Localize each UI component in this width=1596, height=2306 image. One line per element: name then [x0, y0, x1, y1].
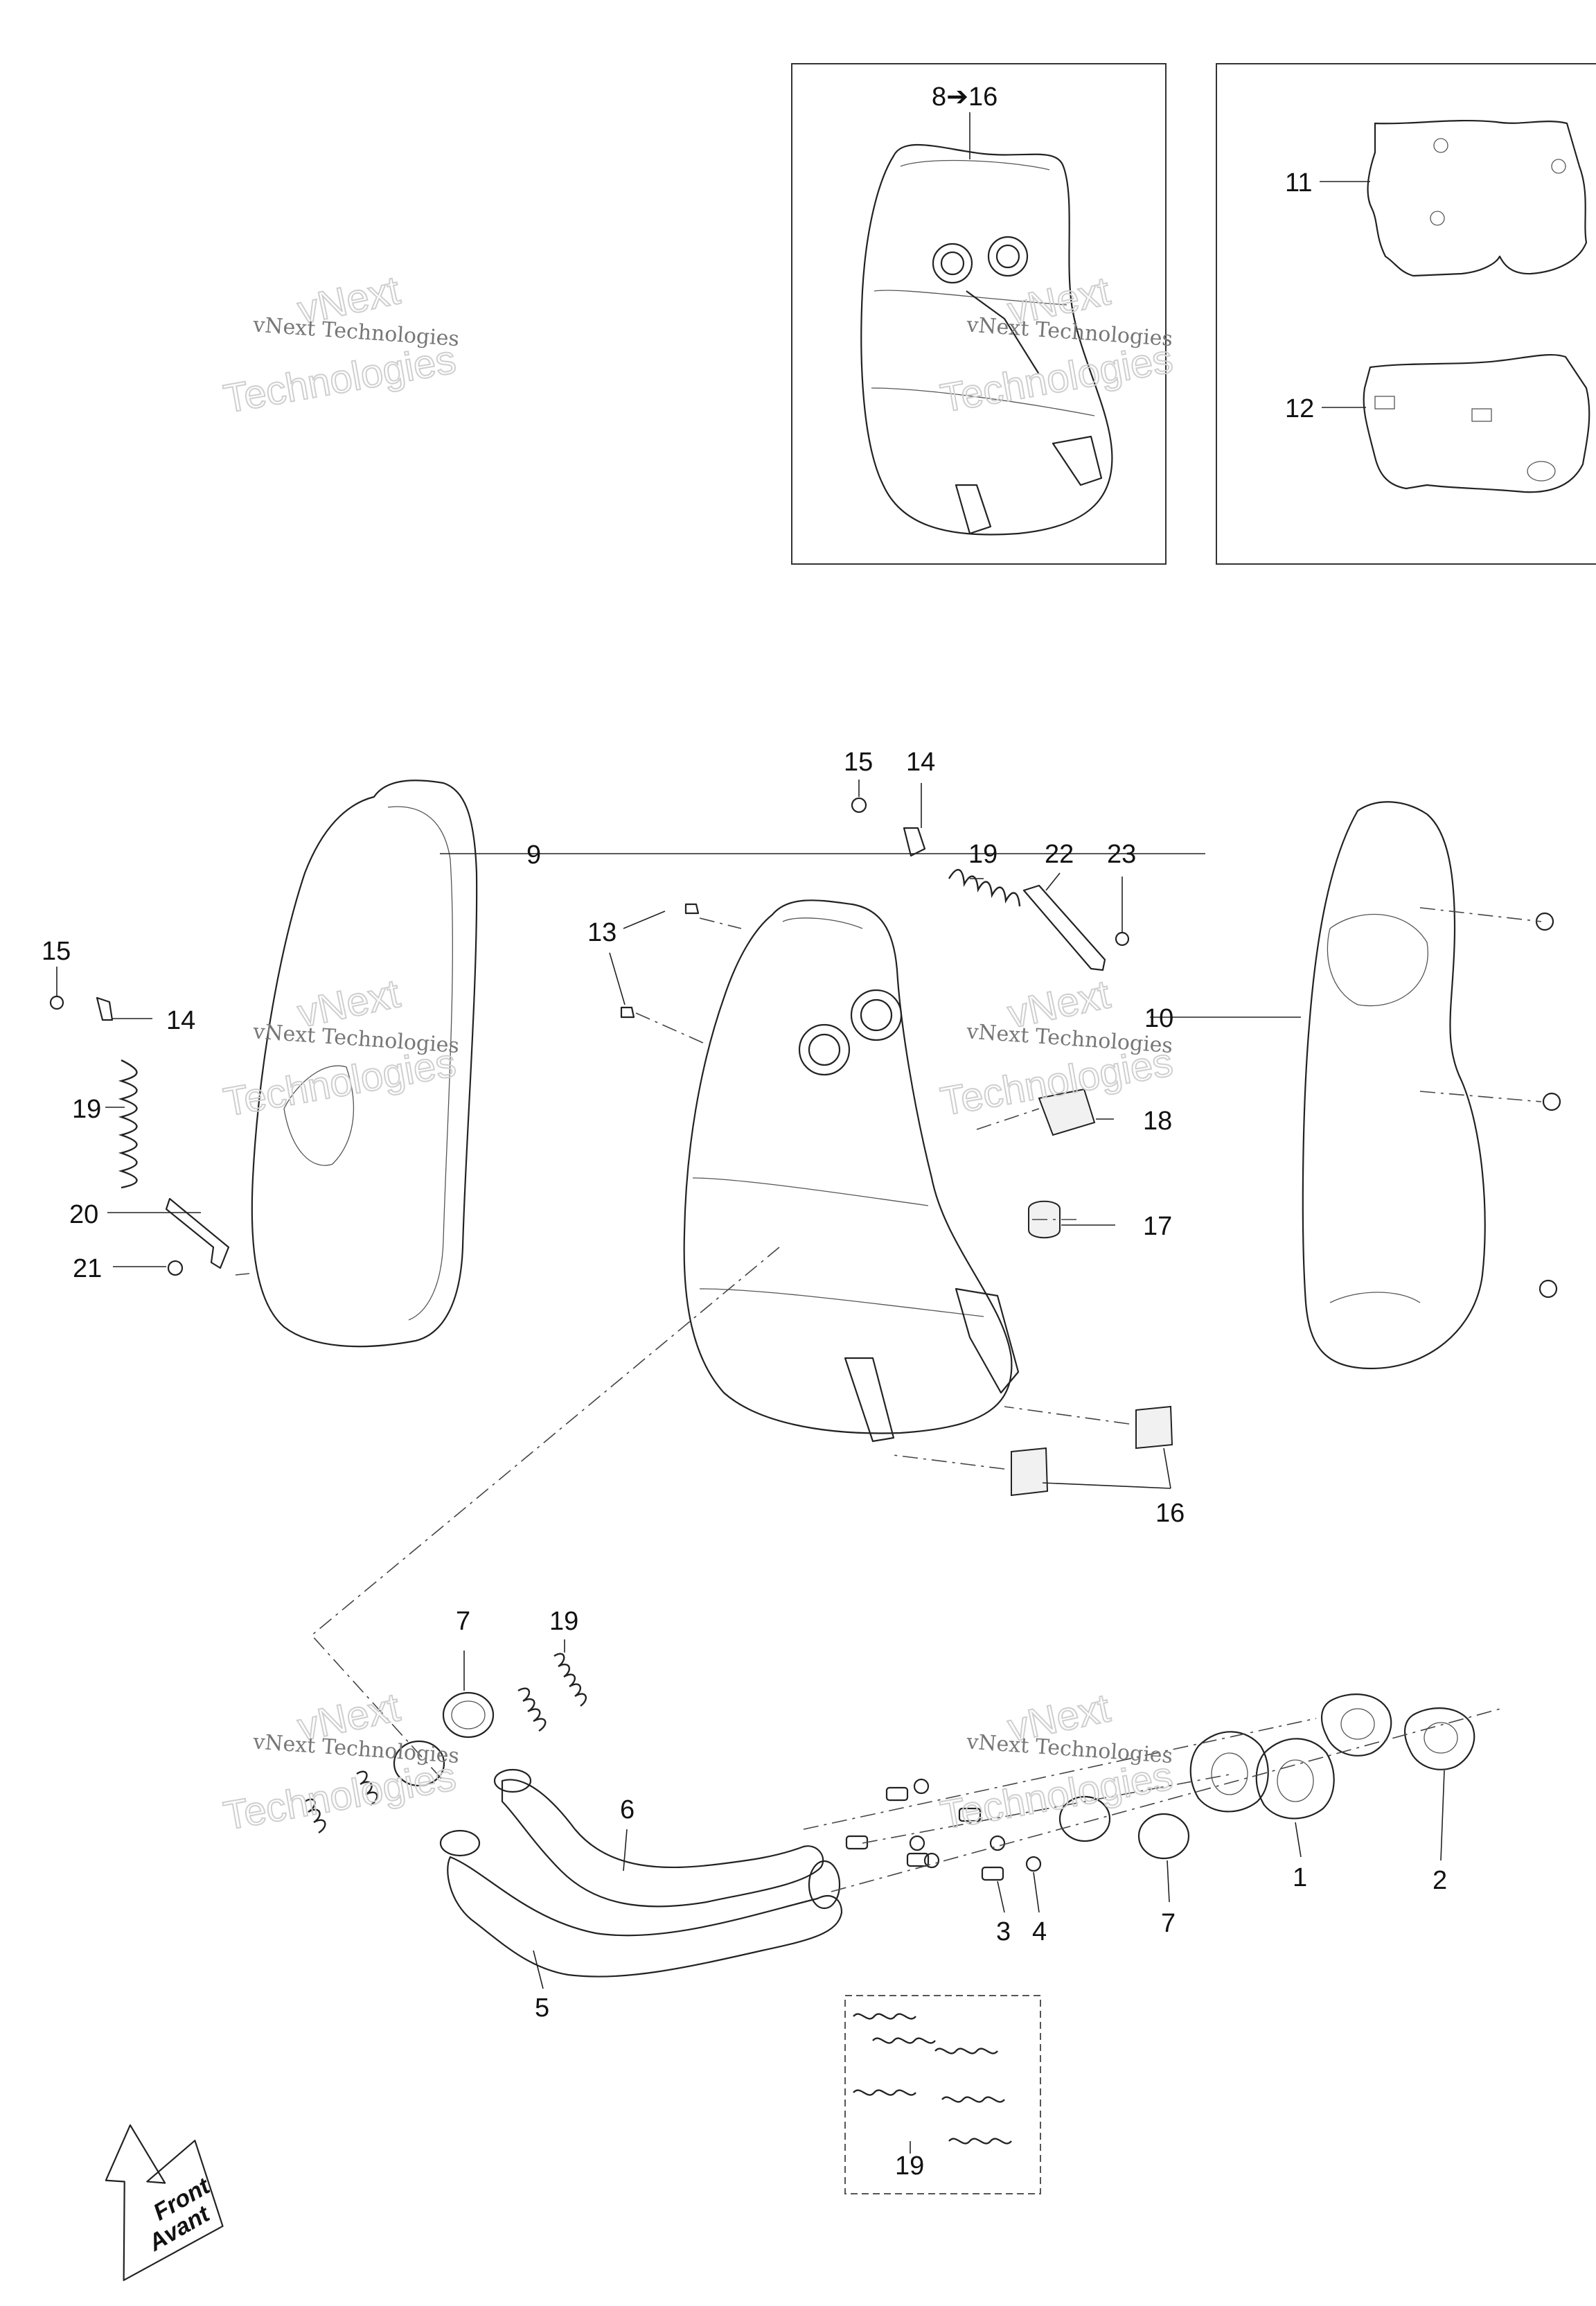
spring-set-box: [844, 1995, 1041, 2194]
callout-12: 12: [1285, 394, 1314, 423]
clip-22-illustration: [1022, 884, 1106, 971]
flange-1-bore: [1277, 1759, 1314, 1802]
callout-23: 23: [1107, 840, 1136, 869]
gasket-box: [1216, 63, 1596, 565]
callout-5: 5: [535, 1993, 549, 2023]
watermark-technologies: Technologies: [220, 337, 459, 422]
spring-19-illustration: [948, 869, 1021, 907]
callout-13: 13: [587, 918, 617, 947]
heat-shield-9-illustration: [251, 780, 478, 1348]
flange-1-illustration: [1255, 1738, 1335, 1820]
spring-19-illustration: [118, 1059, 138, 1189]
callout-17: 17: [1143, 1212, 1172, 1241]
pipe-outlet-illustration: [808, 1860, 841, 1910]
bracket-14-illustration: [903, 827, 926, 857]
spring-19-illustration: [356, 1770, 378, 1806]
bolt-15-illustration: [851, 797, 867, 813]
gasket-2-illustration: [1404, 1707, 1475, 1770]
bracket-14-illustration: [96, 996, 114, 1021]
leader-lines: [56, 112, 1445, 2154]
gasket-12-illustration: [1363, 353, 1590, 493]
gasket-2-illustration: [1321, 1693, 1392, 1757]
seal-ring-7-illustration: [1137, 1813, 1190, 1860]
watermark-technologies: Technologies: [937, 1753, 1176, 1838]
callout-21: 21: [73, 1254, 102, 1283]
heat-shield-10-illustration: [1302, 801, 1486, 1370]
gasket-11-hole: [1430, 211, 1445, 226]
callout-numbers: 8➔16 11 12 9 15 14 19 20 21 15 14 19 22 …: [42, 82, 1447, 2181]
gasket-11-hole: [1433, 138, 1448, 153]
watermark: vNext vNext Technologies Technologies vN…: [220, 267, 1177, 1839]
callout-1: 1: [1293, 1863, 1307, 1892]
muffler-illustration: [683, 899, 1020, 1443]
spring-set-19-illustration: [853, 2013, 1012, 2145]
gasket-11-hole: [1551, 159, 1566, 174]
callout-19: 19: [549, 1607, 578, 1636]
callout-2: 2: [1433, 1866, 1447, 1895]
callout-10: 10: [1144, 1004, 1173, 1033]
nut-set-4-illustration: [909, 1778, 1042, 1872]
seal-ring-7-illustration: [442, 1691, 495, 1739]
exhaust-pipe-6-illustration: [493, 1768, 824, 1908]
callout-19: 19: [895, 2151, 924, 2181]
spring-19-illustration: [553, 1653, 587, 1707]
front-direction-arrow: Front Avant: [105, 2124, 224, 2281]
gasket-2-bore: [1340, 1708, 1375, 1740]
bolt-illustration: [1542, 1092, 1561, 1111]
gasket-12-oval: [1527, 461, 1556, 482]
damper-16-guide: [893, 1406, 1130, 1470]
bolt-21-illustration: [167, 1260, 184, 1276]
callout-14: 14: [906, 748, 935, 777]
bolt-13-illustration: [684, 903, 700, 915]
seal-ring-7-inner: [451, 1700, 486, 1730]
callout-19: 19: [968, 840, 998, 869]
callout-7: 7: [1161, 1909, 1176, 1938]
callout-14: 14: [166, 1006, 195, 1035]
gasket-2-bore: [1424, 1722, 1458, 1754]
seal-ring-7-illustration: [1058, 1795, 1111, 1842]
callout-3: 3: [996, 1917, 1011, 1946]
gasket-12-slot: [1471, 408, 1492, 422]
callout-16: 16: [1155, 1499, 1185, 1528]
callout-9: 9: [526, 840, 541, 870]
seal-ring-7-illustration: [393, 1740, 445, 1787]
callout-kit-8-16: 8➔16: [932, 82, 998, 112]
spring-19-illustration: [517, 1687, 547, 1732]
callout-15: 15: [844, 748, 873, 777]
muffler-kit-box: [791, 63, 1167, 565]
callout-7: 7: [456, 1607, 470, 1636]
damper-18-illustration: [1038, 1088, 1096, 1136]
gasket-12-slot: [1374, 396, 1395, 410]
bolt-illustration: [1539, 1279, 1558, 1299]
callout-11: 11: [1285, 168, 1312, 197]
bolt-15-illustration: [49, 995, 64, 1010]
bottom-assembly-guide-lines: [803, 1707, 1504, 1892]
callout-18: 18: [1143, 1107, 1172, 1136]
damper-16-illustration: [1011, 1447, 1049, 1497]
callout-4: 4: [1032, 1917, 1047, 1946]
watermark-technologies: Technologies: [220, 1040, 459, 1125]
flange-1-bore: [1211, 1752, 1248, 1795]
bolt-23-illustration: [1115, 931, 1130, 947]
bolt-13-illustration: [620, 1006, 635, 1019]
gasket-11-illustration: [1367, 119, 1588, 277]
callout-15: 15: [42, 937, 71, 966]
watermark-technologies: Technologies: [220, 1754, 459, 1839]
spring-19-illustration: [304, 1798, 326, 1834]
bracket-20-illustration: [165, 1197, 230, 1269]
callout-20: 20: [69, 1200, 98, 1229]
muffler-kit-illustration: [860, 143, 1113, 536]
callout-19: 19: [72, 1095, 101, 1124]
assembly-guide-lines: [235, 907, 1542, 1781]
exhaust-pipe-5-illustration: [439, 1829, 843, 1978]
damper-16-illustration: [1135, 1405, 1173, 1450]
callout-6: 6: [620, 1795, 635, 1824]
callout-22: 22: [1045, 840, 1074, 869]
